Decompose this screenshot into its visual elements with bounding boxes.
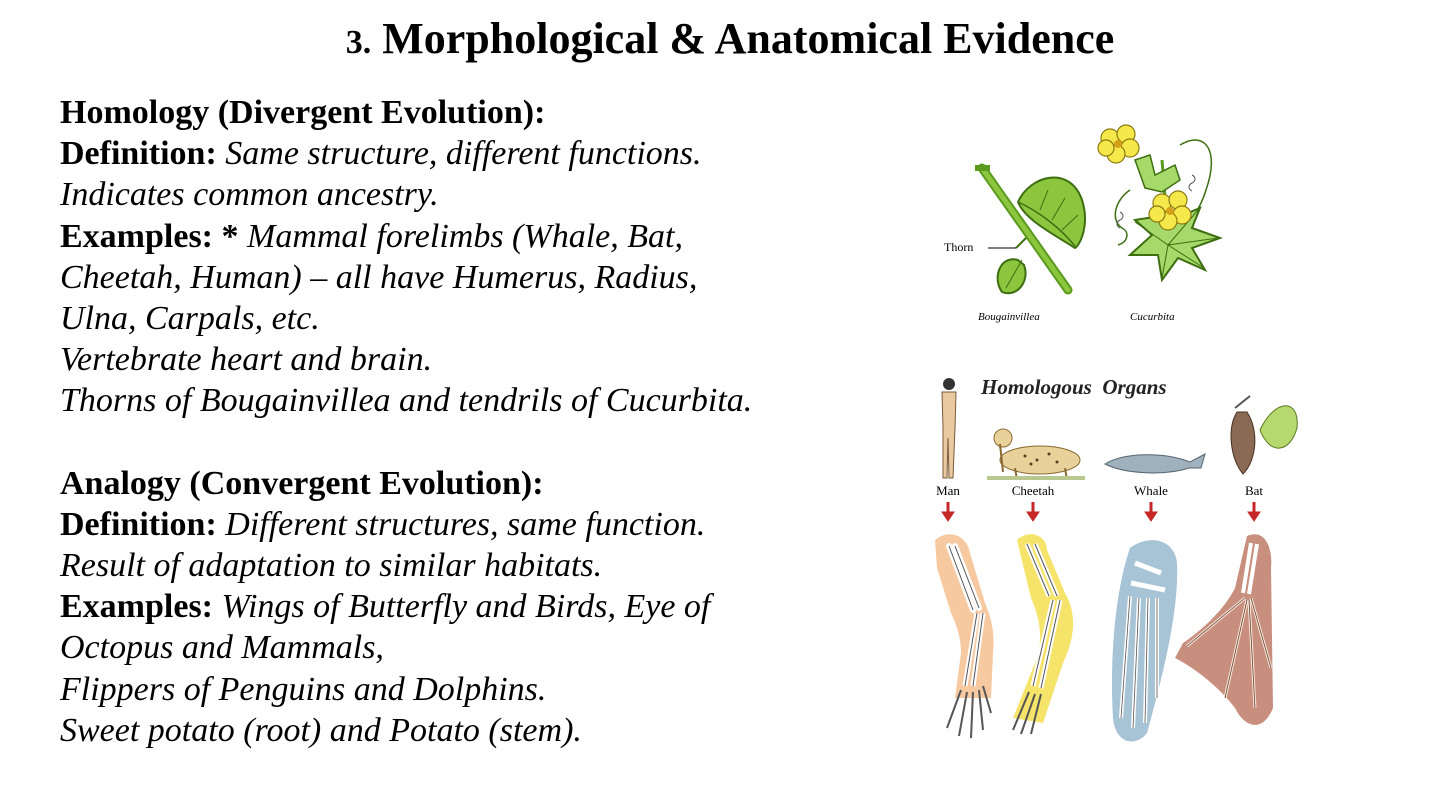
cheetah-forelimb (1012, 534, 1074, 735)
body-text: Homology (Divergent Evolution): Definiti… (60, 92, 880, 751)
label-man: Man (936, 483, 960, 498)
label-bat: Bat (1245, 483, 1263, 498)
whale-flipper (1111, 540, 1178, 742)
page-title: 3. Morphological & Anatomical Evidence (0, 10, 1440, 72)
homology-definition: Definition: Same structure, different fu… (60, 135, 702, 173)
cucurbita-illustration: Cucurbita (1097, 124, 1223, 323)
homology-examples-line3: Ulna, Carpals, etc. (60, 300, 320, 338)
thorn-label: Thorn (944, 240, 973, 254)
analogy-examples: Examples: Wings of Butterfly and Birds, … (60, 588, 711, 626)
cheetah-figure (987, 428, 1085, 481)
homology-examples-line2: Cheetah, Human) – all have Humerus, Radi… (60, 258, 698, 296)
label-whale: Whale (1134, 483, 1168, 498)
whale-figure (1103, 453, 1206, 474)
section-number: 3. (345, 24, 372, 61)
homology-example-3: Thorns of Bougainvillea and tendrils of … (60, 382, 753, 420)
bougainvillea-illustration: Thorn Bougainvillea (944, 163, 1086, 323)
bat-wing (1175, 534, 1273, 725)
man-figure (941, 378, 957, 479)
plant-figure: Thorn Bougainvillea Cucurbita (944, 124, 1223, 323)
homology-heading: Homology (Divergent Evolution): (60, 94, 546, 131)
bougainvillea-caption: Bougainvillea (978, 311, 1040, 323)
homology-examples: Examples: * Mammal forelimbs (Whale, Bat… (60, 217, 683, 255)
analogy-examples-line2: Octopus and Mammals, (60, 629, 384, 667)
homologous-organs-figure: Homologous Organs Man Cheetah Whale Bat (935, 375, 1298, 742)
homology-definition-cont: Indicates common ancestry. (60, 176, 439, 214)
analogy-definition-cont: Result of adaptation to similar habitats… (60, 547, 603, 585)
homologous-organs-title: Homologous Organs (980, 375, 1167, 399)
analogy-heading: Analogy (Convergent Evolution): (60, 464, 544, 502)
bat-figure (1230, 395, 1298, 475)
arrows (941, 502, 1261, 522)
cucurbita-caption: Cucurbita (1130, 311, 1175, 323)
label-cheetah: Cheetah (1012, 483, 1055, 498)
title-text: Morphological & Anatomical Evidence (382, 14, 1115, 63)
homology-example-2: Vertebrate heart and brain. (60, 341, 433, 379)
analogy-example-2: Flippers of Penguins and Dolphins. (60, 670, 547, 708)
analogy-example-3: Sweet potato (root) and Potato (stem). (60, 711, 582, 749)
man-forelimb (935, 534, 994, 739)
analogy-definition: Definition: Different structures, same f… (60, 505, 706, 543)
